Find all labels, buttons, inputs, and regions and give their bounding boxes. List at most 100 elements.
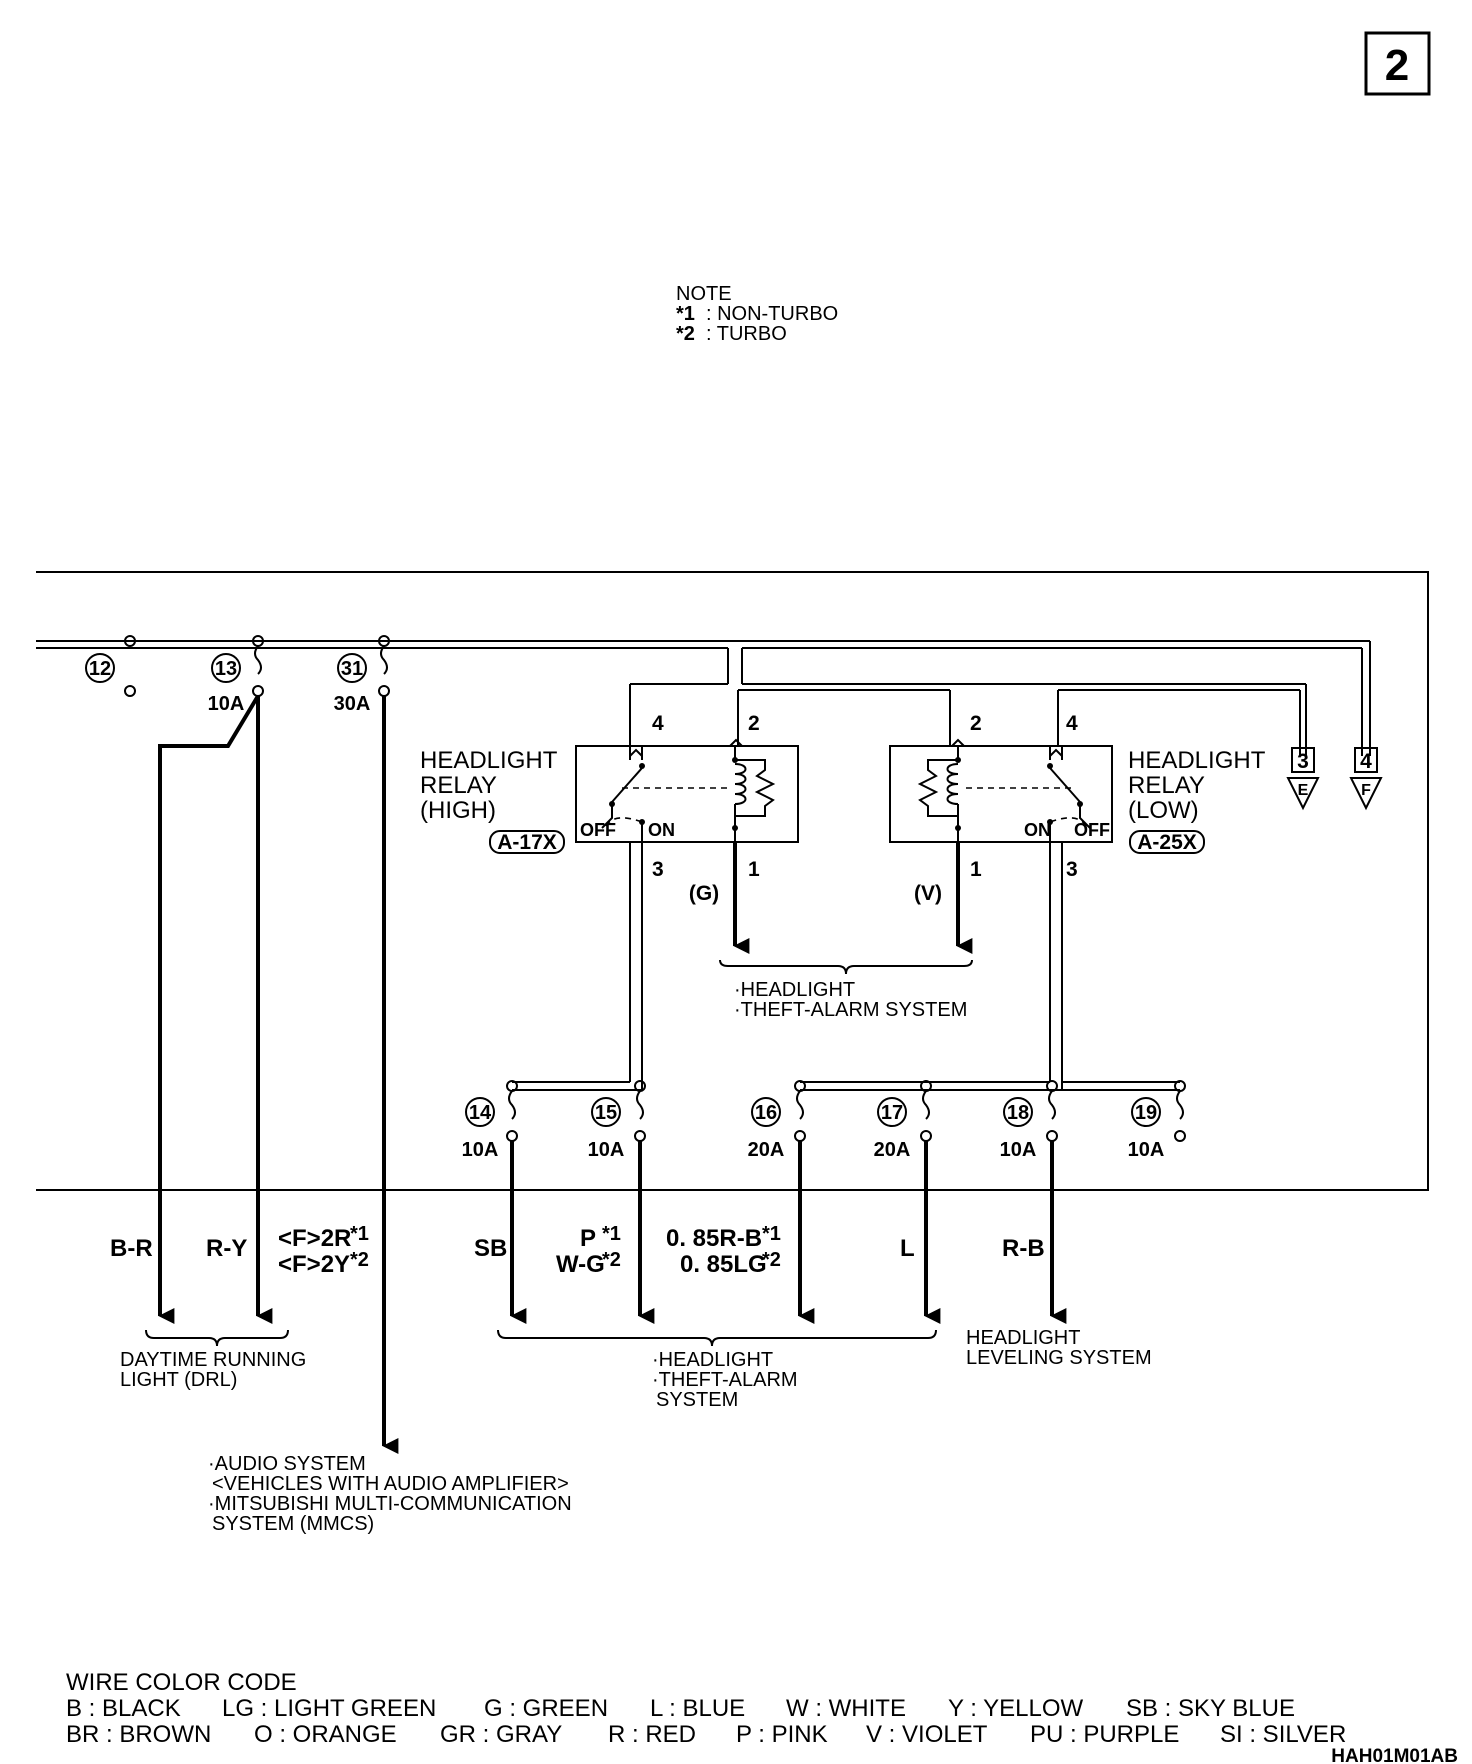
legend-r1-3: L : BLUE	[650, 1695, 745, 1722]
audio-line-3: ·MITSUBISHI MULTI-COMMUNICATION	[208, 1493, 572, 1515]
audio-line-1: ·AUDIO SYSTEM	[208, 1453, 366, 1475]
note-text-2: : TURBO	[706, 323, 787, 345]
note-text-1: : NON-TURBO	[706, 303, 838, 325]
fuse-19-id: 19	[1135, 1102, 1157, 1124]
page-number: 2	[1385, 41, 1409, 90]
legend-title: WIRE COLOR CODE	[66, 1669, 297, 1696]
ht-line-3: SYSTEM	[656, 1389, 738, 1411]
legend-r1-6: SB : SKY BLUE	[1126, 1695, 1295, 1722]
wire-ry: R-Y	[206, 1235, 247, 1262]
wire-color-legend: WIRE COLOR CODE B : BLACK LG : LIGHT GRE…	[66, 1669, 1346, 1748]
wire-85rb: 0. 85R-B	[666, 1225, 762, 1252]
relay-ground-dest-1: ·HEADLIGHT	[734, 979, 855, 1001]
wire-f2y-mark: *2	[350, 1249, 369, 1271]
relay-low-on: ON	[1024, 820, 1051, 840]
headlight-relay-high: HEADLIGHT RELAY (HIGH) A-17X 4 2 3 1 OFF…	[420, 712, 799, 905]
relay-low-pin-top-left: 2	[970, 712, 982, 735]
wire-rb: R-B	[1002, 1235, 1045, 1262]
relay-low-pin-top-right: 4	[1066, 712, 1078, 735]
wire-br: B-R	[110, 1235, 153, 1262]
wire-f2y: <F>2Y	[278, 1251, 350, 1278]
audio-line-4: SYSTEM (MMCS)	[212, 1513, 374, 1535]
wire-l: L	[900, 1235, 915, 1262]
legend-r1-2: G : GREEN	[484, 1695, 608, 1722]
off-page-3-letter: E	[1298, 782, 1309, 799]
relay-output-wires	[512, 842, 1180, 1091]
off-page-4-letter: F	[1361, 782, 1371, 799]
legend-r2-6: PU : PURPLE	[1030, 1721, 1179, 1748]
fuse-13-rating: 10A	[208, 693, 245, 715]
fuse-18-rating: 10A	[1000, 1139, 1037, 1161]
relay-ground-dest-2: ·THEFT-ALARM SYSTEM	[734, 999, 967, 1021]
fuse-box-outline	[36, 571, 1429, 1191]
relay-high-connector: A-17X	[497, 831, 557, 854]
wire-labels: B-R R-Y <F>2R *1 <F>2Y *2 SB P *1 W-G *2…	[110, 1223, 1045, 1278]
note-mark-1: *1	[676, 303, 695, 325]
ht-line-1: ·HEADLIGHT	[652, 1349, 773, 1371]
drl-line-2: LIGHT (DRL)	[120, 1369, 237, 1391]
fuse-16-id: 16	[755, 1102, 777, 1124]
legend-r1-4: W : WHITE	[786, 1695, 906, 1722]
fuse-18-id: 18	[1007, 1102, 1029, 1124]
note-title: NOTE	[676, 283, 732, 305]
relay-low-name-3: (LOW)	[1128, 797, 1199, 824]
headlight-relay-low: HEADLIGHT RELAY (LOW) A-25X 2 4 1 3 ON O…	[889, 712, 1266, 905]
relay-high-pin-bottom-right: 1	[748, 858, 760, 881]
destination-audio: ·AUDIO SYSTEM <VEHICLES WITH AUDIO AMPLI…	[208, 1453, 572, 1535]
fuse-17-id: 17	[881, 1102, 903, 1124]
off-page-4-number: 4	[1360, 750, 1372, 773]
relay-high-name-1: HEADLIGHT	[420, 747, 558, 774]
relay-low-ground: (V)	[914, 882, 942, 905]
fuse-19: 19 10A	[1128, 1080, 1186, 1161]
legend-r1-5: Y : YELLOW	[948, 1695, 1084, 1722]
wire-f2r: <F>2R	[278, 1225, 351, 1252]
relay-high-ground: (G)	[689, 882, 719, 905]
fuse-15: 15 10A	[588, 1080, 646, 1161]
fuse-31: 31 30A	[334, 635, 390, 715]
relay-ground-wires: ·HEADLIGHT ·THEFT-ALARM SYSTEM	[719, 842, 973, 1021]
main-bus	[36, 640, 1371, 756]
relay-high-pin-bottom-left: 3	[652, 858, 664, 881]
relay-low-pin-bottom-left: 1	[970, 858, 982, 881]
legend-r2-7: SI : SILVER	[1220, 1721, 1346, 1748]
relay-high-pin-top-right: 2	[748, 712, 760, 735]
fuse-17-rating: 20A	[874, 1139, 911, 1161]
off-page-3-number: 3	[1297, 750, 1309, 773]
legend-r1-1: LG : LIGHT GREEN	[222, 1695, 436, 1722]
fuse-15-rating: 10A	[588, 1139, 625, 1161]
relay-high-pin-top-left: 4	[652, 712, 664, 735]
wire-f2r-mark: *1	[350, 1223, 369, 1245]
relay-low-off: OFF	[1074, 820, 1110, 840]
wire-p: P	[580, 1225, 596, 1252]
fuse-31-id: 31	[341, 658, 363, 680]
wire-85rb-mark: *1	[762, 1223, 781, 1245]
legend-r2-2: GR : GRAY	[440, 1721, 562, 1748]
fuse-14-rating: 10A	[462, 1139, 499, 1161]
audio-line-2: <VEHICLES WITH AUDIO AMPLIFIER>	[212, 1473, 569, 1495]
fuse-13-id: 13	[215, 658, 237, 680]
fuse-12: 12	[85, 635, 136, 697]
legend-r1-0: B : BLACK	[66, 1695, 181, 1722]
fuse-18: 18 10A	[1000, 1080, 1058, 1161]
output-wires	[158, 694, 1067, 1454]
relay-low-connector: A-25X	[1137, 831, 1197, 854]
destination-drl: DAYTIME RUNNING LIGHT (DRL)	[120, 1329, 306, 1391]
relay-low-pin-bottom-right: 3	[1066, 858, 1078, 881]
destination-leveling: HEADLIGHT LEVELING SYSTEM	[966, 1327, 1152, 1369]
relay-low-name-1: HEADLIGHT	[1128, 747, 1266, 774]
fuse-14-id: 14	[469, 1102, 492, 1124]
wire-sb: SB	[474, 1235, 507, 1262]
note-mark-2: *2	[676, 323, 695, 345]
legend-r2-4: P : PINK	[736, 1721, 828, 1748]
fuse-12-id: 12	[89, 658, 111, 680]
fuse-31-rating: 30A	[334, 693, 371, 715]
legend-r2-1: O : ORANGE	[254, 1721, 397, 1748]
figure-code: HAH01M01AB	[1331, 1746, 1458, 1764]
destination-headlight-theft: ·HEADLIGHT ·THEFT-ALARM SYSTEM	[497, 1329, 937, 1411]
wire-85lg-mark: *2	[762, 1249, 781, 1271]
fuse-16: 16 20A	[748, 1080, 806, 1161]
fuse-17: 17 20A	[874, 1080, 932, 1161]
drl-line-1: DAYTIME RUNNING	[120, 1349, 306, 1371]
wire-85lg: 0. 85LG	[680, 1251, 767, 1278]
legend-r2-0: BR : BROWN	[66, 1721, 211, 1748]
